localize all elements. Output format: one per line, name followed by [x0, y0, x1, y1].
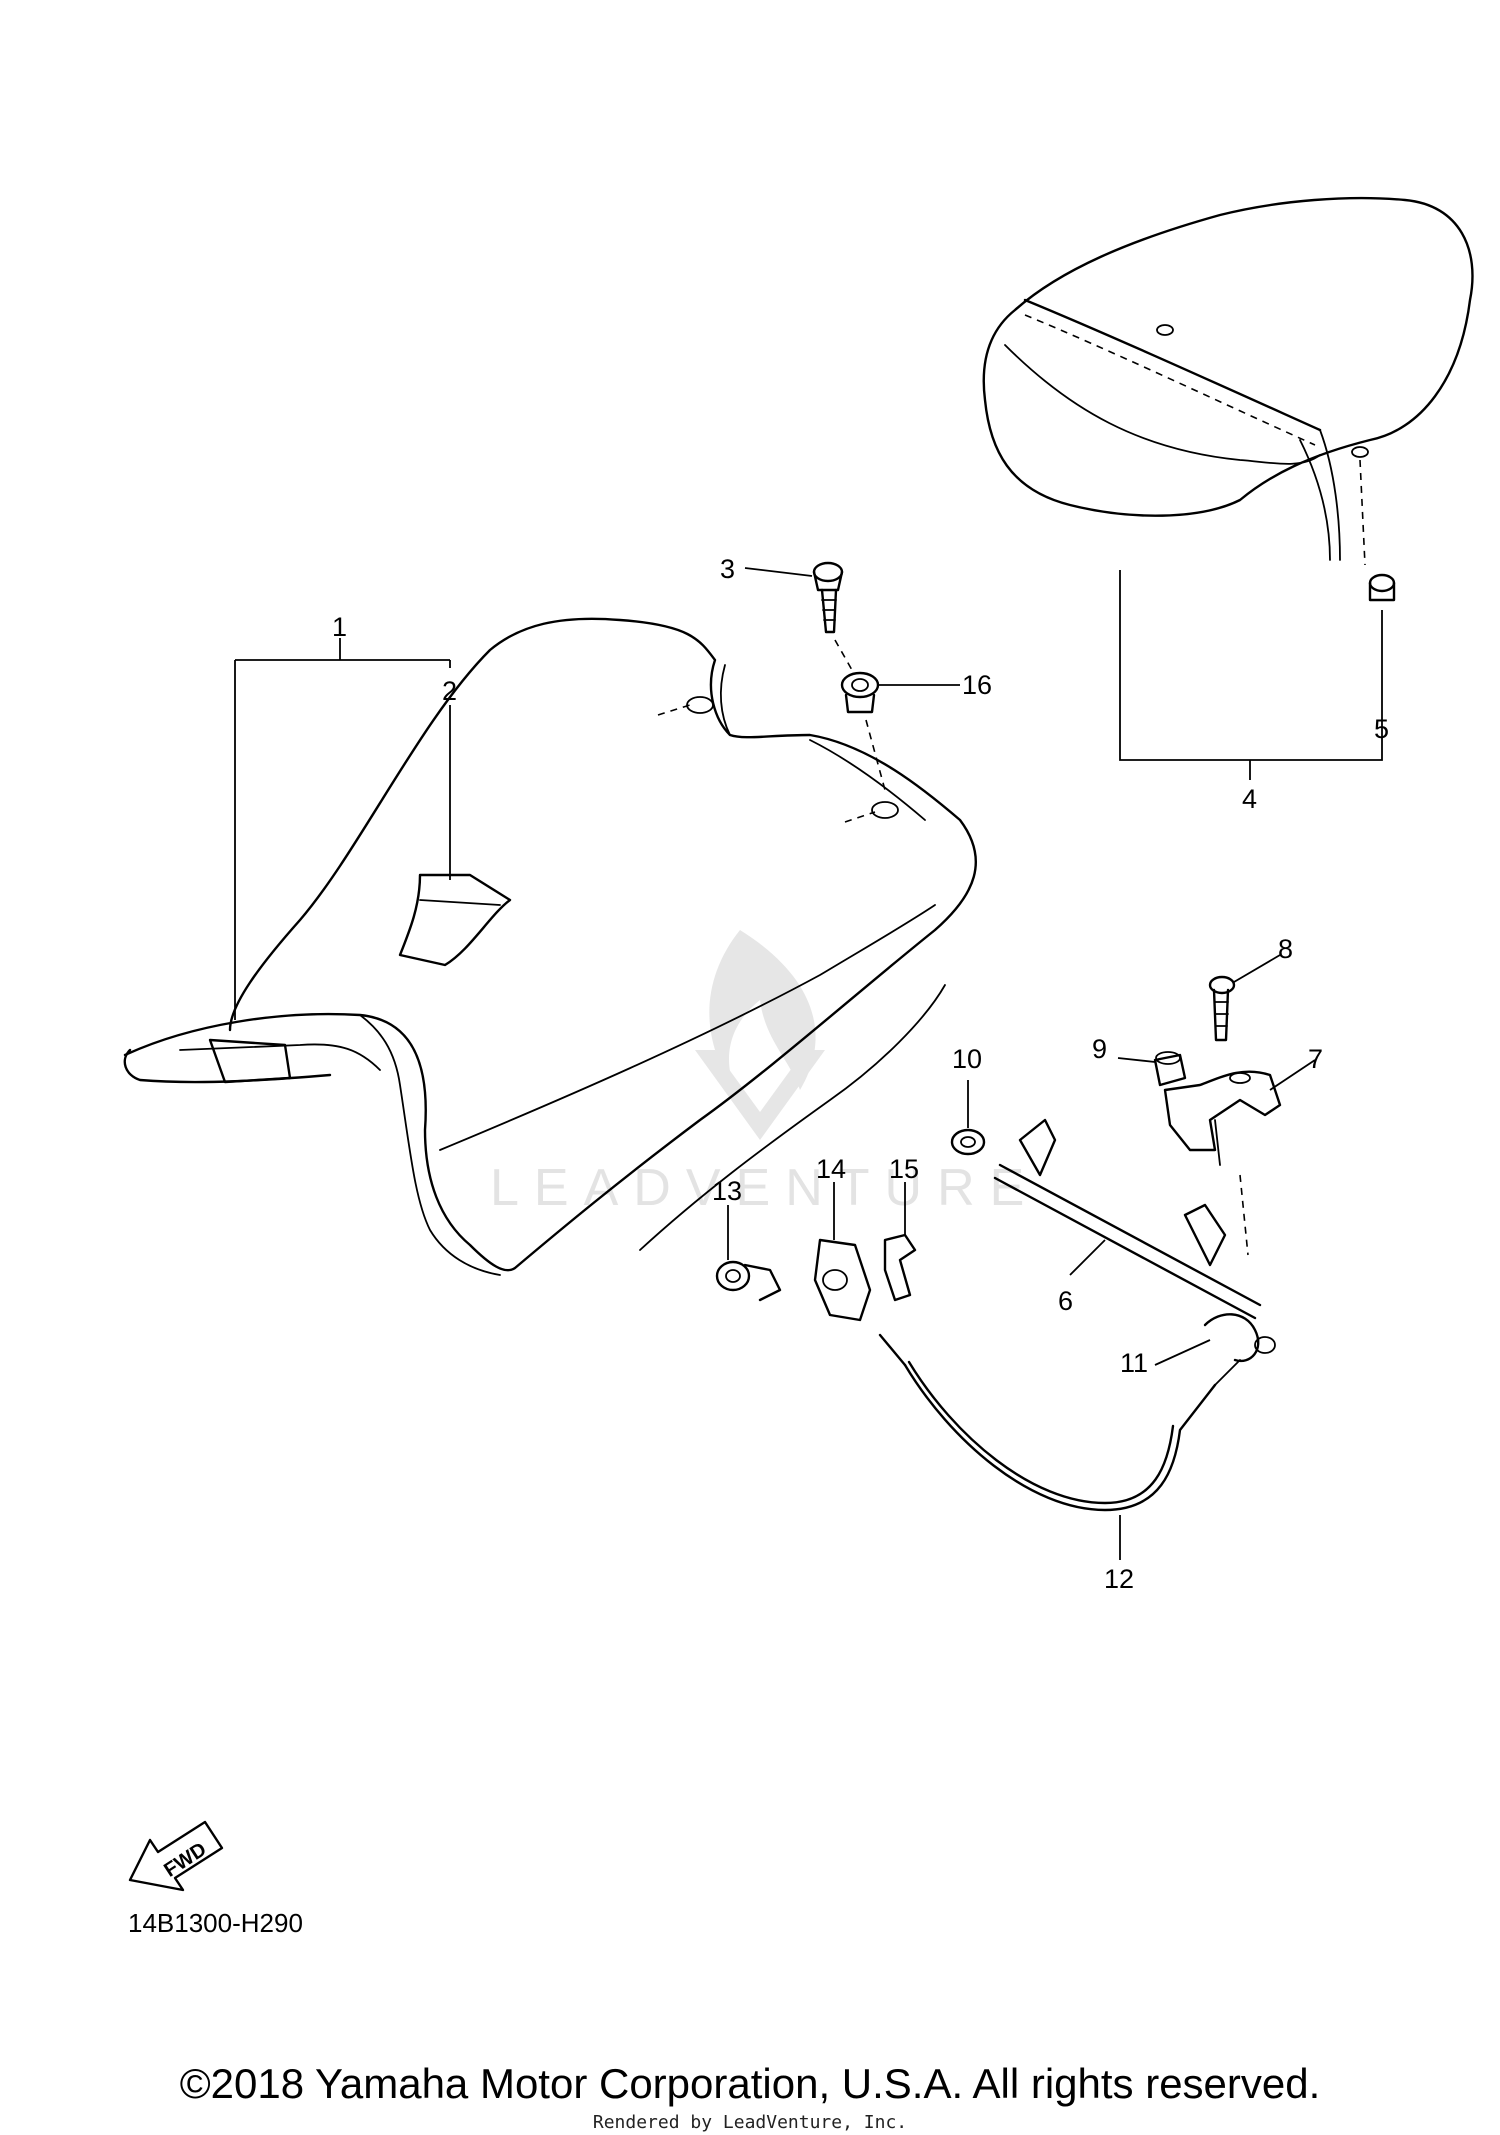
part-number-5: 5 [1374, 714, 1389, 744]
diagram-code: 14B1300-H290 [128, 1908, 303, 1938]
fwd-arrow-icon: FWD [128, 1820, 224, 1892]
screw-8 [1208, 975, 1236, 1042]
part-number-14: 14 [816, 1154, 846, 1184]
rendered-by-credit: Rendered by LeadVenture, Inc. [592, 2112, 908, 2133]
part-number-12: 12 [1104, 1564, 1134, 1594]
part-number-1: 1 [332, 612, 347, 642]
leader-lines [234, 567, 1383, 1560]
bush-10 [950, 1128, 986, 1156]
part-number-6: 6 [1058, 1286, 1073, 1316]
part-number-11: 11 [1120, 1348, 1148, 1378]
part-number-2: 2 [442, 676, 457, 706]
passenger-seat [982, 196, 1474, 566]
part-number-13: 13 [712, 1176, 742, 1206]
hook-11 [1203, 1313, 1276, 1363]
part-number-10: 10 [952, 1044, 982, 1074]
part-number-15: 15 [889, 1154, 919, 1184]
part-number-7: 7 [1308, 1044, 1323, 1074]
copyright-notice: ©2018 Yamaha Motor Corporation, U.S.A. A… [179, 2060, 1321, 2107]
clip-15 [883, 1233, 917, 1302]
watermark-text: LEADVENTURE [490, 1159, 1039, 1217]
seat-damper [1368, 573, 1396, 602]
part-number-9: 9 [1092, 1034, 1107, 1064]
collar-9 [1153, 1051, 1187, 1087]
part-number-16: 16 [962, 670, 992, 700]
plate-14 [813, 1238, 872, 1322]
part-number-4: 4 [1242, 784, 1257, 814]
rider-seat [123, 617, 977, 1276]
bolt-3 [812, 561, 853, 671]
part-number-8: 8 [1278, 934, 1293, 964]
cable-12 [878, 1333, 1241, 1512]
lock-rod-6 [993, 1118, 1262, 1320]
bracket-7 [1163, 1070, 1282, 1166]
lock-cylinder-13 [715, 1260, 782, 1302]
part-number-3: 3 [720, 554, 735, 584]
